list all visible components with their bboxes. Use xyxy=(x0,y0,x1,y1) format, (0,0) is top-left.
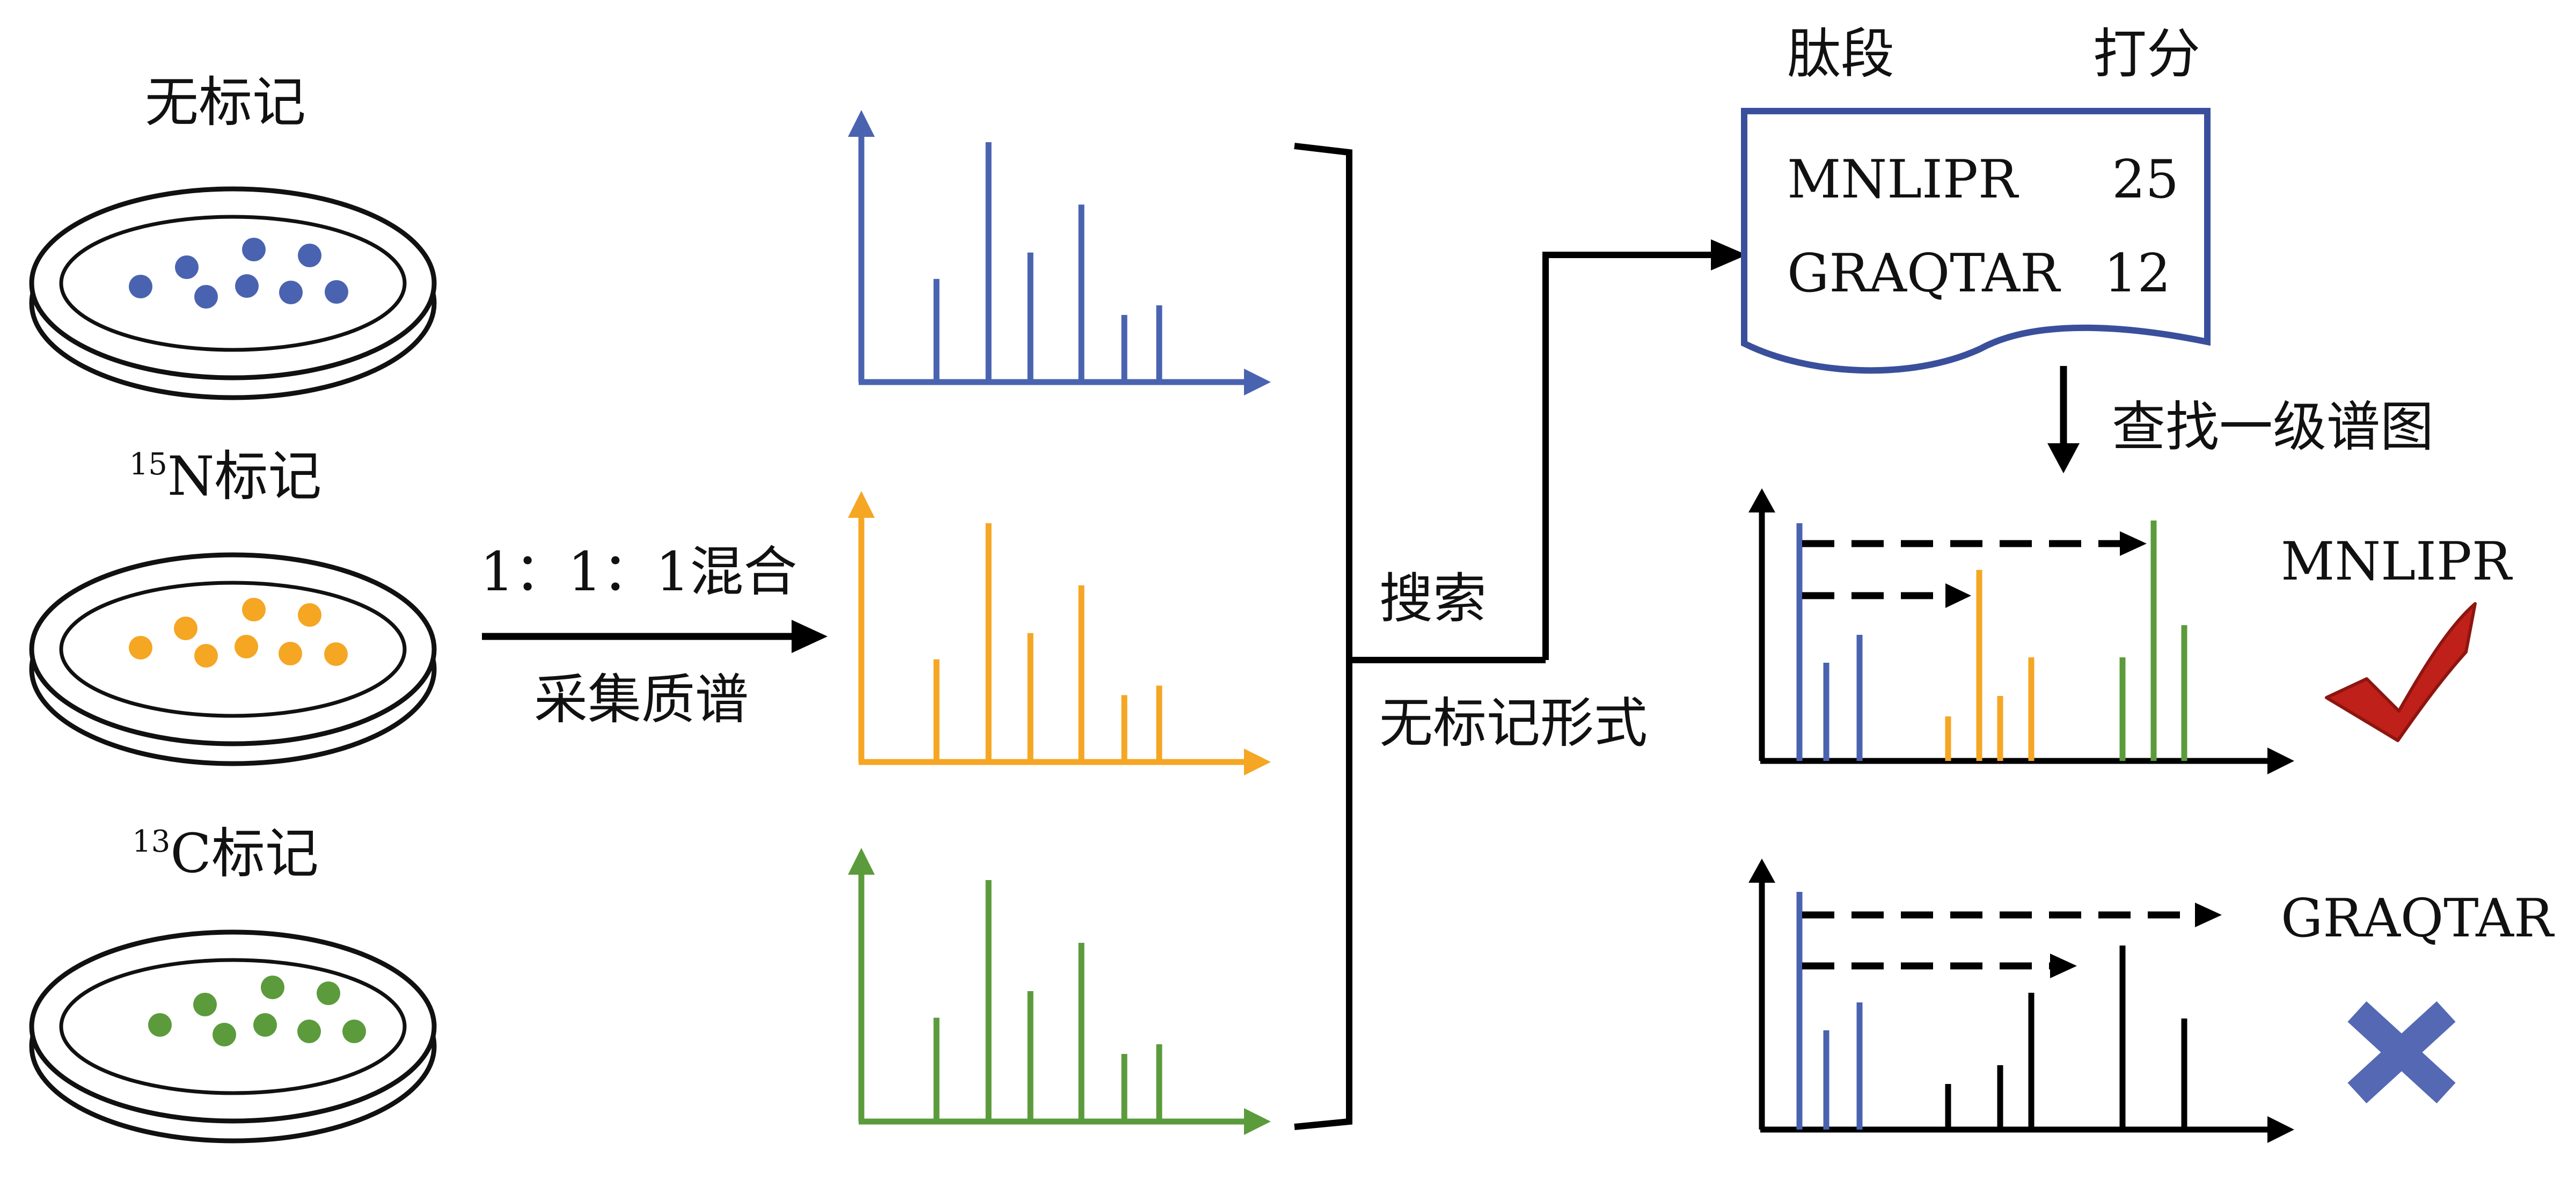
label-c13: 13C标记 xyxy=(132,822,319,885)
cell-dot xyxy=(175,255,199,279)
bracket xyxy=(1294,143,1747,1130)
label-n15: 15N标记 xyxy=(129,445,322,508)
x-axis-arrowhead xyxy=(1244,1108,1271,1135)
check-icon xyxy=(2325,602,2477,742)
cell-dot xyxy=(148,1013,172,1037)
cell-dot xyxy=(235,635,258,658)
mix-arrow xyxy=(482,620,828,653)
result-peptide-1: MNLIPR xyxy=(2281,531,2513,592)
cell-dot xyxy=(129,636,152,660)
spectra-column xyxy=(848,110,1271,1135)
y-axis-arrowhead xyxy=(848,848,875,875)
peak-set-n15 xyxy=(1945,570,2035,761)
peak-set-observed xyxy=(1945,946,2187,1130)
cell-dot xyxy=(261,976,284,999)
cell-dot xyxy=(253,1013,277,1037)
cell-dot xyxy=(317,981,340,1005)
result-document xyxy=(1741,108,2211,374)
cell-dot xyxy=(324,642,348,666)
y-axis-arrowhead xyxy=(848,110,875,137)
match-spectrum-graqtar xyxy=(1748,859,2294,1143)
table-row-score: 25 xyxy=(2112,149,2179,210)
cell-dot xyxy=(235,274,259,298)
col-score: 打分 xyxy=(2093,23,2200,85)
peak-set-c13 xyxy=(2119,521,2187,761)
table-row-score: 12 xyxy=(2104,243,2171,304)
cell-dot xyxy=(174,617,197,640)
cell-dot xyxy=(279,642,302,665)
y-axis-arrowhead xyxy=(848,491,875,518)
peak-set-unlabeled xyxy=(1796,892,1863,1130)
x-axis-arrowhead xyxy=(1244,749,1271,775)
spectrum-unlabeled xyxy=(848,110,1271,395)
cell-dot xyxy=(193,993,217,1016)
cell-dot xyxy=(298,244,321,267)
cell-dot xyxy=(194,644,218,668)
cell-dot xyxy=(242,598,266,621)
table-row-peptide: MNLIPR xyxy=(1787,149,2019,210)
label-unlabeled: 无标记 xyxy=(145,71,306,134)
cell-dot xyxy=(194,285,218,309)
spectrum-n15 xyxy=(848,491,1271,775)
label-collect: 采集质谱 xyxy=(534,668,749,731)
cell-dot xyxy=(279,281,303,304)
label-lookup: 查找一级谱图 xyxy=(2112,395,2434,458)
lookup-arrow xyxy=(2047,366,2080,473)
label-search: 搜索 xyxy=(1379,567,1487,630)
dish-n15 xyxy=(29,552,437,766)
table-row-peptide: GRAQTAR xyxy=(1787,243,2061,304)
cross-icon xyxy=(2347,1001,2456,1104)
cell-dot xyxy=(213,1023,236,1046)
dish-c13 xyxy=(29,929,437,1144)
cell-dot xyxy=(129,275,152,298)
result-peptide-2: GRAQTAR xyxy=(2281,888,2555,949)
x-axis-arrowhead xyxy=(1244,369,1271,395)
dish-unlabeled xyxy=(29,186,437,400)
col-peptide: 肽段 xyxy=(1787,23,1894,85)
label-ratio: 1：1：1混合 xyxy=(480,540,797,603)
peak-set-unlabeled xyxy=(1796,523,1863,761)
cell-dot xyxy=(298,603,321,627)
spectrum-c13 xyxy=(848,848,1271,1135)
cell-dot xyxy=(297,1020,321,1043)
match-spectrum-mnlipr xyxy=(1748,488,2294,774)
label-unlabeled-form: 无标记形式 xyxy=(1379,692,1648,754)
cell-dot xyxy=(342,1020,366,1043)
cell-dot xyxy=(242,238,266,261)
cell-dot xyxy=(325,280,348,304)
